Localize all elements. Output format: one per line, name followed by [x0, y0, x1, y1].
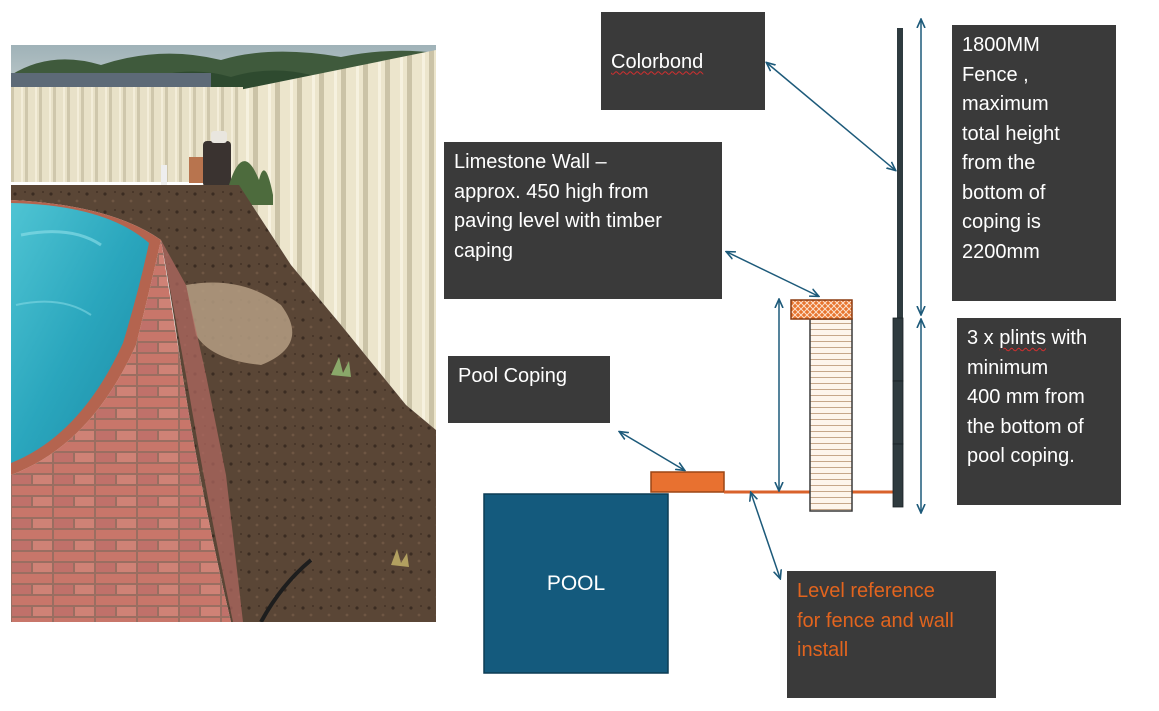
photo-brick-paving — [11, 240, 243, 622]
plinths-suffix: with minimum 400 mm from the bottom of p… — [967, 327, 1088, 467]
pool-label: POOL — [546, 571, 606, 595]
photo-side-fence — [239, 50, 436, 430]
pool-coping-leader-arrow — [620, 432, 684, 470]
photo-soil-bed — [11, 185, 436, 622]
colorbond-fence-panel — [897, 28, 903, 318]
photo-weeds — [331, 357, 409, 567]
plinths-word: plints — [999, 327, 1046, 349]
pool-coping-block — [650, 471, 725, 493]
fence-word: Fence — [611, 109, 667, 132]
colorbond-leader-arrow — [767, 63, 895, 170]
pool-coping-label: Pool Coping — [448, 356, 610, 423]
site-photo — [11, 45, 436, 622]
colorbond-fence-label: Colorbond Fence — [601, 12, 765, 132]
level-reference-leader-arrow — [751, 493, 780, 578]
colorbond-word: Colorbond — [611, 50, 704, 73]
fence-plinth-3 — [892, 443, 904, 508]
photo-pool-water — [11, 203, 149, 463]
limestone-leader-arrow — [727, 252, 818, 296]
pool-block — [483, 493, 669, 674]
photo-roof — [11, 73, 211, 87]
fence-plinth-2 — [892, 380, 904, 445]
level-reference-label: Level reference for fence and wall insta… — [787, 571, 996, 698]
plinths-prefix: 3 x — [967, 327, 1000, 349]
limestone-wall — [809, 318, 853, 512]
fence-plinth-1 — [892, 317, 904, 382]
limestone-wall-label: Limestone Wall – approx. 450 high from p… — [444, 142, 722, 299]
plinths-label: 3 x plints with minimum 400 mm from the … — [957, 318, 1121, 505]
fence-height-label: 1800MM Fence , maximum total height from… — [952, 25, 1116, 301]
photo-drip-hose — [259, 558, 313, 622]
photo-pool-pump — [161, 131, 231, 187]
timber-capping — [790, 299, 853, 320]
